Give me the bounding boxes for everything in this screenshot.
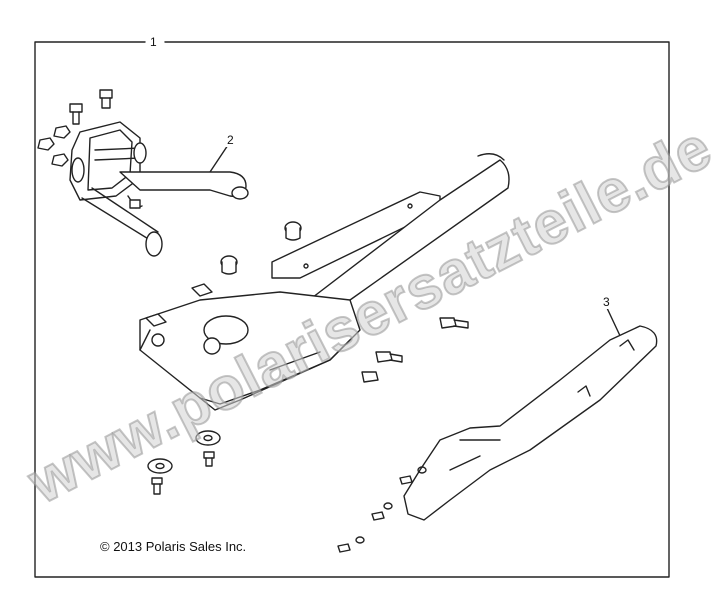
- washer-2: [147, 458, 173, 474]
- rubber-mount-2: [220, 255, 238, 275]
- bolt-1: [99, 89, 113, 109]
- nut-1: [53, 125, 71, 139]
- frame-border: [34, 41, 670, 578]
- small-screw-1: [399, 466, 427, 485]
- washer-1: [195, 430, 221, 446]
- screw-2: [151, 477, 163, 495]
- leader-3: [606, 307, 623, 341]
- bolt-2: [69, 103, 83, 125]
- rubber-mount-1: [284, 221, 302, 241]
- nut-2: [37, 137, 55, 151]
- bolt-3: [439, 317, 469, 329]
- small-screw-3: [337, 536, 365, 553]
- callout-3: 3: [599, 295, 614, 309]
- bracket-assembly: [69, 121, 249, 257]
- small-screw-2: [371, 502, 393, 521]
- side-guard: [403, 325, 658, 521]
- bolt-5: [361, 371, 379, 383]
- copyright-text: © 2013 Polaris Sales Inc.: [100, 539, 247, 554]
- nut-3: [51, 153, 69, 167]
- clip-2: [145, 313, 167, 327]
- skid-plate: [139, 153, 510, 411]
- clip-1: [191, 283, 213, 297]
- bolt-4: [375, 351, 403, 363]
- callout-2: 2: [223, 133, 238, 147]
- callout-1: 1: [146, 35, 161, 49]
- screw-1: [203, 451, 215, 467]
